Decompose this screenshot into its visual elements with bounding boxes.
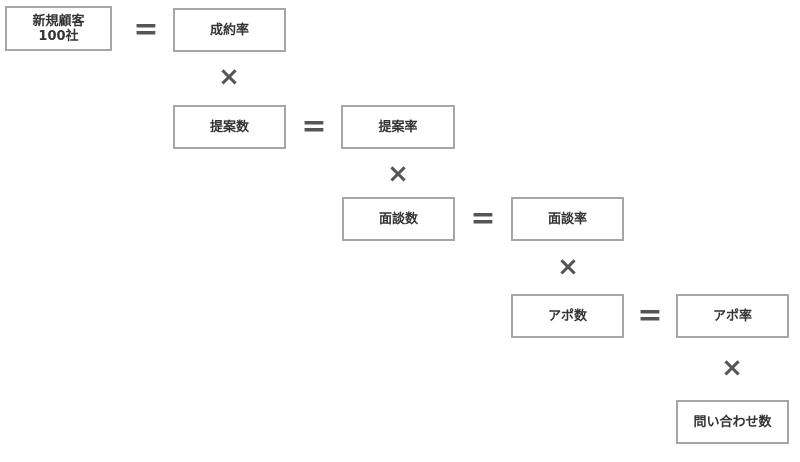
multiply-sign: × — [387, 159, 409, 189]
equals-sign: = — [301, 108, 327, 144]
equals-sign: = — [133, 11, 159, 47]
new-customers-box: 新規顧客 100社 — [5, 6, 112, 51]
multiply-sign: × — [721, 353, 743, 383]
equals-sign: = — [637, 297, 663, 333]
conversion-rate-box: 成約率 — [173, 8, 286, 52]
appointments-box: アポ数 — [511, 294, 624, 338]
appointment-rate-box: アポ率 — [676, 294, 789, 338]
inquiries-box: 問い合わせ数 — [676, 400, 789, 444]
multiply-sign: × — [557, 252, 579, 282]
equals-sign: = — [470, 200, 496, 236]
proposals-box: 提案数 — [173, 105, 286, 149]
meetings-box: 面談数 — [342, 197, 455, 241]
meeting-rate-box: 面談率 — [511, 197, 624, 241]
new-customers-count: 100社 — [38, 28, 79, 44]
new-customers-label: 新規顧客 — [32, 13, 85, 29]
multiply-sign: × — [218, 62, 240, 92]
proposal-rate-box: 提案率 — [341, 105, 455, 149]
